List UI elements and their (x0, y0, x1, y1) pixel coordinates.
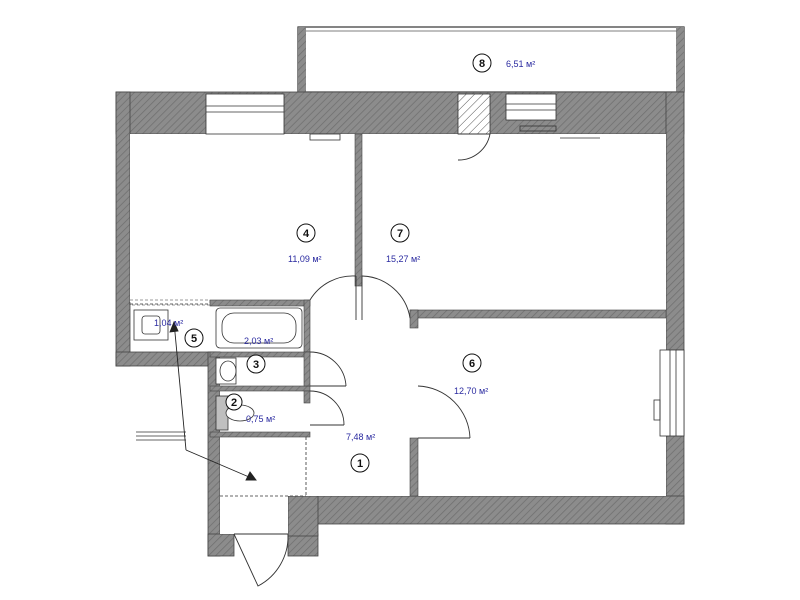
room-interiors (130, 134, 666, 534)
room-area-8: 6,51 м² (506, 59, 535, 69)
room-area-5: 1,04 м² (154, 318, 183, 328)
exterior-handrail (136, 431, 186, 441)
room-number-3: 3 (253, 359, 259, 371)
arrow (169, 320, 257, 481)
room-label-8: 8 6,51 м² (472, 53, 535, 73)
room-area-1: 7,48 м² (346, 432, 375, 442)
room-number-2: 2 (231, 397, 237, 409)
room-label-3: 3 2,03 м² (244, 336, 273, 374)
room-number-8: 8 (479, 58, 485, 70)
room-area-2: 0,75 м² (246, 414, 275, 424)
room-label-2: 2 0,75 м² (225, 393, 275, 424)
room-label-4: 4 11,09 м² (288, 223, 322, 264)
windows (205, 93, 685, 437)
balcony (297, 26, 685, 93)
room-number-1: 1 (357, 458, 363, 470)
interior-walls (129, 133, 667, 497)
zone-boundaries (220, 437, 307, 497)
radiators (309, 125, 661, 421)
room-number-5: 5 (191, 333, 197, 345)
room-number-4: 4 (303, 228, 310, 240)
room-label-5: 5 1,04 м² (154, 318, 204, 348)
room-area-3: 2,03 м² (244, 336, 273, 346)
room-area-4: 11,09 м² (288, 254, 322, 264)
room-area-6: 12,70 м² (454, 386, 488, 396)
doors (233, 275, 471, 587)
room-label-1: 1 7,48 м² (346, 432, 375, 473)
room-area-7: 15,27 м² (386, 254, 420, 264)
room-label-7: 7 15,27 м² (386, 223, 420, 264)
room-number-7: 7 (397, 228, 403, 240)
balcony-door (457, 93, 491, 161)
room-label-6: 6 12,70 м² (454, 353, 488, 396)
room-number-6: 6 (469, 358, 475, 370)
